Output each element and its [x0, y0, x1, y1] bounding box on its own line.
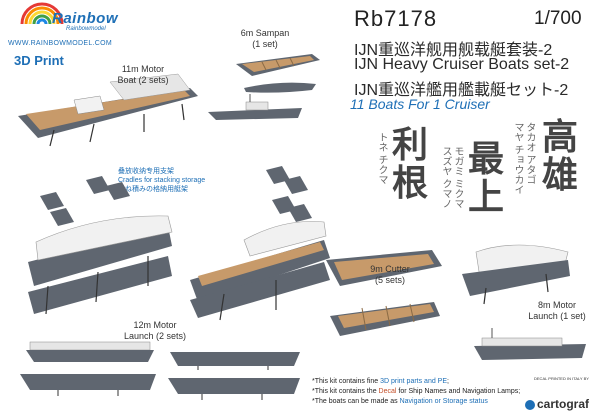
motor-boat-11m-illustration	[18, 73, 198, 147]
cradle-note: 叠放收纳专用支架 Cradles for stacking storage 重ね…	[118, 167, 205, 194]
note2-pre: *This kit contains the	[312, 388, 379, 395]
cutter-9m-illustration	[326, 250, 442, 336]
ship-kanji-mogami: 最上	[468, 138, 505, 218]
brand-logo: Rainbow Rainbowmodel	[10, 2, 118, 50]
cartograf-mark-icon	[525, 399, 535, 410]
product-scale: 1/700	[534, 8, 582, 29]
label-cutter-9m: 9m Cutter(5 sets)	[370, 264, 410, 285]
note-line-3: *The boats can be made as Navigation or …	[312, 397, 520, 407]
motor-launch-8m-profile-illustration	[474, 328, 586, 360]
product-code: Rb7178	[354, 6, 438, 31]
print-badge: 3D Print	[14, 53, 64, 68]
ship-name-takao: 高雄	[542, 118, 582, 194]
cradle-note-cn: 叠放收纳专用支架	[118, 168, 174, 175]
motor-launch-12m-center-illustration	[190, 221, 330, 321]
brand-subtitle: Rainbowmodel	[66, 26, 106, 32]
note2-post: for Ship Names and Navigation Lamps;	[396, 388, 521, 395]
ship-kana-tone: トネ チクマ	[376, 132, 387, 185]
motor-launch-8m-illustration	[462, 244, 570, 305]
ship-kana-maya: マヤ チョウカイ	[512, 122, 523, 195]
sampan-illustration	[236, 54, 320, 93]
launch-profile-top-illustration	[26, 341, 154, 362]
ship-name-tone: 利根	[392, 126, 432, 202]
cradles-left-illustration	[40, 176, 130, 226]
note3-em: Navigation or Storage status	[399, 398, 488, 405]
note1-pre: *This kit contains fine	[312, 378, 381, 385]
brand-name: Rainbow	[52, 10, 118, 27]
ship-kana-takao: タカオ アタゴ	[524, 122, 535, 185]
tagline: 11 Boats For 1 Cruiser	[350, 96, 490, 112]
ship-name-mogami: 最上	[468, 140, 508, 216]
title-japanese: IJN重巡洋艦用艦載艇セット-2	[354, 82, 569, 99]
ship-kanji-takao: 高雄	[542, 116, 579, 196]
cradle-note-en: Cradles for stacking storage	[118, 177, 206, 184]
launch-profile-bottom-left-illustration	[20, 374, 156, 396]
title-english: IJN Heavy Cruiser Boats set-2	[354, 56, 570, 73]
note-line-2: *This kit contains the Decal for Ship Na…	[312, 387, 520, 397]
brand-website: WWW.RAINBOWMODEL.COM	[8, 40, 112, 47]
note1-post: ;	[447, 378, 449, 385]
note1-em: 3D print parts and PE	[380, 378, 448, 385]
kit-notes: *This kit contains fine 3D print parts a…	[312, 377, 520, 407]
title-chinese: IJN重巡洋舰用舰载艇套装-2	[354, 42, 553, 59]
label-sampan: 6m Sampan(1 set)	[240, 28, 290, 49]
ship-kana-mogami: モガミ ミクマ	[452, 146, 463, 209]
decal-printed-note: DECAL PRINTED IN ITALY BY	[534, 376, 589, 381]
ship-kanji-tone: 利根	[392, 124, 429, 204]
rainbow-icon	[20, 2, 64, 24]
cradle-note-jp: 重ね積みの格納用艇架	[118, 186, 188, 193]
cradles-right-illustration	[266, 166, 312, 222]
ship-kana-suzuya: スズヤ クマノ	[440, 146, 451, 209]
launch-profile-bottom-right-illustration	[168, 378, 300, 400]
note2-em: Decal	[378, 388, 397, 395]
launch-profile-mid-illustration	[170, 352, 300, 370]
note3-pre: *The boats can be made as	[312, 398, 400, 405]
cartograf-name: cartograf	[537, 397, 590, 411]
motor-boat-profile-illustration	[208, 94, 302, 120]
note-line-1: *This kit contains fine 3D print parts a…	[312, 377, 520, 387]
motor-launch-12m-stacked-illustration	[28, 215, 173, 315]
cartograf-logo: cartograf	[525, 397, 589, 411]
